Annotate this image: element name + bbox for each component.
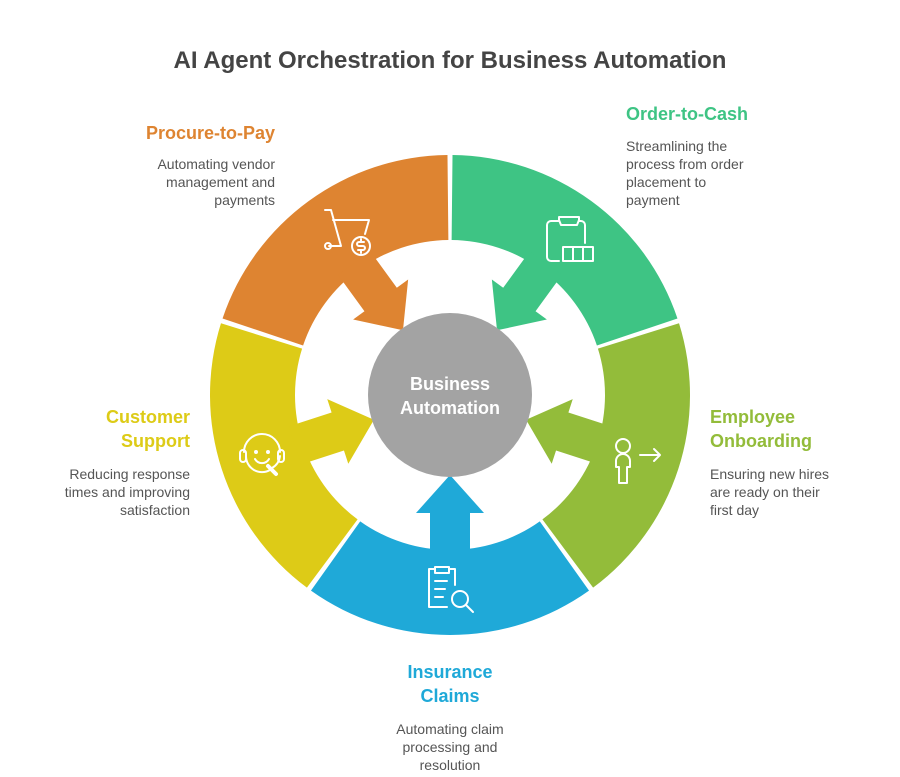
support-desc-line: Reducing response: [69, 466, 190, 482]
hub-circle: [368, 313, 532, 477]
procure-title-text: Procure-to-Pay: [145, 123, 275, 143]
order-desc-line: Streamlining the: [626, 138, 728, 154]
onboarding-desc-line: Ensuring new hires: [710, 466, 830, 482]
claims-description: Automating claim processing and resoluti…: [350, 720, 550, 774]
procure-desc-line: payments: [214, 192, 275, 208]
headset-smile-icon: [239, 433, 285, 476]
support-description: Reducing response times and improving sa…: [10, 465, 190, 519]
onboarding-segment: [542, 323, 690, 588]
cart-dollar-icon: [324, 209, 371, 256]
diagram-title: AI Agent Orchestration for Business Auto…: [173, 47, 727, 74]
claims-desc-line: Automating claim: [396, 721, 504, 737]
procure-title: Procure-to-Pay: [100, 121, 275, 145]
order-arrow: [491, 251, 562, 331]
claims-segment: [310, 521, 590, 636]
procure-desc-line: management and: [166, 174, 275, 190]
onboarding-title-line1: Employee: [710, 407, 796, 427]
onboarding-title-line2: Onboarding: [710, 431, 812, 451]
hub-label-line2: Automation: [400, 398, 500, 418]
hub-label-line1: Business: [409, 374, 491, 394]
procure-segment: [222, 155, 449, 346]
support-desc-line: times and improving: [64, 484, 190, 500]
procure-desc-line: Automating vendor: [157, 156, 275, 172]
claims-title-line2: Claims: [420, 686, 480, 706]
claims-desc-line: processing and: [402, 739, 498, 755]
claims-arrow: [416, 475, 484, 558]
onboarding-title: Employee Onboarding: [710, 405, 890, 453]
order-segment: [451, 155, 678, 346]
onboarding-desc-line: first day: [710, 502, 760, 518]
onboarding-description: Ensuring new hires are ready on their fi…: [710, 465, 890, 519]
support-title-line1: Customer: [105, 407, 190, 427]
claims-title-line1: Insurance: [407, 662, 493, 682]
order-description: Streamlining the process from order plac…: [626, 137, 826, 209]
order-desc-line: process from order: [626, 156, 744, 172]
claims-desc-line: resolution: [419, 757, 481, 773]
order-title: Order-to-Cash: [626, 102, 826, 126]
support-arrow: [288, 399, 374, 465]
order-title-text: Order-to-Cash: [626, 104, 749, 124]
support-title-line2: Support: [121, 431, 190, 451]
order-desc-line: payment: [626, 192, 680, 208]
person-arrow-icon: [615, 438, 661, 484]
procure-arrow: [338, 251, 409, 331]
support-title: Customer Support: [10, 405, 190, 453]
hub-label: Business Automation: [368, 372, 532, 420]
order-desc-line: placement to: [626, 174, 707, 190]
support-desc-line: satisfaction: [119, 502, 190, 518]
procure-description: Automating vendor management and payment…: [100, 155, 275, 209]
onboarding-desc-line: are ready on their: [710, 484, 820, 500]
clipboard-search-icon: [428, 566, 474, 613]
clipboard-grid-icon: [546, 216, 594, 262]
onboarding-arrow: [526, 399, 612, 465]
claims-title: Insurance Claims: [350, 660, 550, 708]
